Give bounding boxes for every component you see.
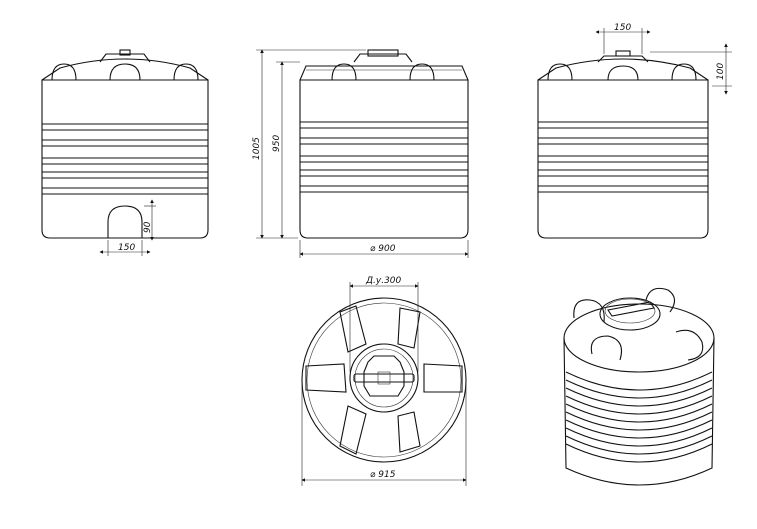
dim-diameter: ⌀ 900 — [370, 244, 396, 254]
dim-outlet-width: 150 — [118, 243, 135, 253]
iso-hatch — [599, 297, 661, 331]
dim-hatch: Д.у.300 — [365, 276, 402, 286]
ribs — [300, 121, 468, 193]
dim-lid-height: 100 — [716, 63, 726, 80]
front-view-right: 150 100 — [537, 23, 732, 239]
outlet-arch — [107, 205, 143, 238]
dome-right — [671, 63, 697, 81]
lid — [353, 53, 413, 63]
tank-body — [299, 79, 469, 239]
iso-domes — [573, 287, 704, 361]
dome-center — [109, 63, 141, 81]
tank-shoulder — [41, 58, 209, 81]
front-view-left: 150 90 — [41, 49, 209, 256]
front-view-center: 1005 950 ⌀ 900 — [252, 49, 469, 258]
outer-circle — [301, 297, 467, 463]
dim-top-diameter: ⌀ 915 — [370, 470, 396, 480]
body-outline — [563, 337, 715, 486]
tank-shoulder — [537, 58, 709, 81]
dome-right — [173, 63, 199, 81]
body-ribs — [565, 371, 713, 463]
dim-outlet-height: 90 — [143, 221, 153, 233]
tank-body — [537, 79, 709, 239]
tank-body — [41, 79, 209, 239]
dome-right — [409, 63, 435, 81]
ribs — [42, 123, 208, 195]
dome-center — [607, 65, 639, 81]
ribs — [538, 121, 708, 193]
hatch-lid — [363, 355, 405, 397]
top-view: Д.у.300 ⌀ 915 — [301, 276, 467, 486]
iso-handle — [607, 301, 655, 317]
dome-left — [51, 63, 77, 81]
dome-left — [331, 63, 357, 81]
isometric-view — [563, 287, 715, 486]
radial-ribs — [305, 305, 463, 455]
hatch-circle — [349, 343, 419, 413]
dim-lid-width: 150 — [614, 23, 631, 33]
dome-left — [547, 63, 573, 81]
dim-body-height: 950 — [272, 135, 282, 152]
dim-total-height: 1005 — [252, 137, 262, 160]
lid — [99, 53, 151, 63]
tank-shoulder — [299, 65, 469, 81]
top-rim — [563, 303, 715, 373]
hatch-handle — [353, 373, 415, 383]
